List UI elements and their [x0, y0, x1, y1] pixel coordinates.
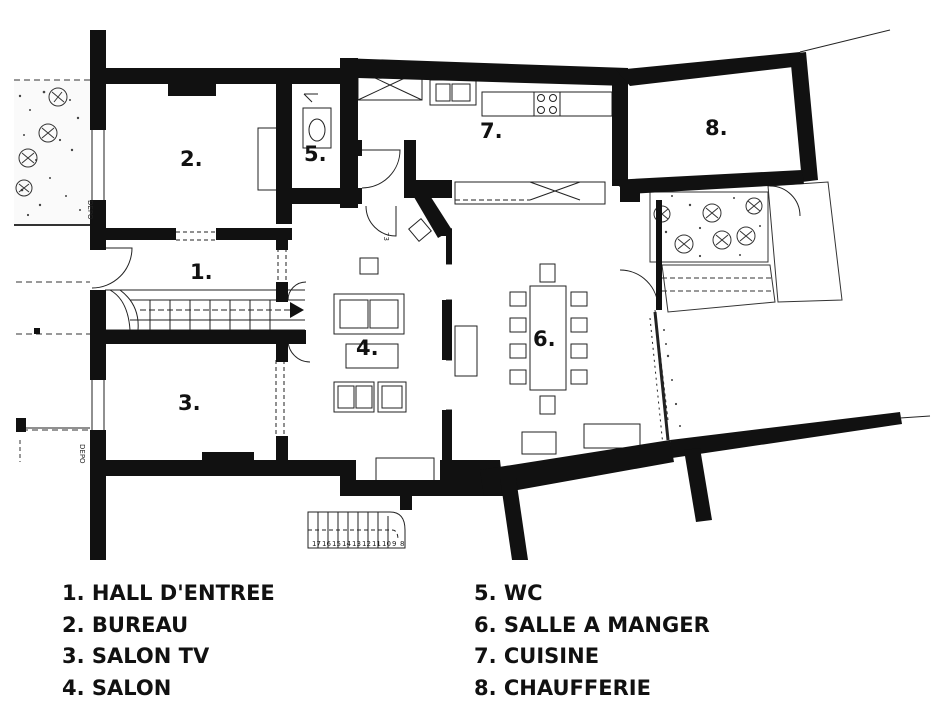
room-number-4: 4.	[356, 336, 379, 360]
garden-left	[14, 79, 90, 462]
room-number-1: 1.	[190, 260, 213, 284]
legend-item-chaufferie: 8. CHAUFFERIE	[474, 675, 651, 700]
stair-step-number: 15	[332, 540, 341, 548]
door-mark-label: 73	[382, 232, 390, 241]
stair-step-number: 11	[372, 540, 381, 548]
room-number-2: 2.	[180, 147, 203, 171]
stair-step-number: 12	[362, 540, 371, 548]
legend-item-salon-tv: 3. SALON TV	[62, 644, 210, 668]
legend-item-hall: 1. HALL D'ENTREE	[62, 581, 275, 605]
exterior-lines	[26, 29, 931, 429]
room-number-8: 8.	[705, 116, 728, 140]
legend-item-wc: 5. WC	[474, 581, 543, 605]
stair-step-number: 9	[392, 540, 396, 548]
room-number-7: 7.	[480, 119, 503, 143]
room-numbers: 1. 2. 3. 4. 5. 6. 7. 8.	[178, 116, 728, 415]
tiny-annotations: DEPO DEPO 73 17 16 15 14 13 12 11 10 9 8	[78, 200, 404, 548]
stair-step-number: 14	[342, 540, 351, 548]
legend-item-bureau: 2. BUREAU	[62, 612, 189, 637]
depot-label-top: DEPO	[86, 200, 94, 220]
legend-item-salon: 4. SALON	[62, 675, 172, 700]
garden-dots	[18, 90, 81, 217]
legend-item-salle-a-manger: 6. SALLE A MANGER	[474, 612, 710, 637]
stair-step-number: 13	[352, 540, 361, 548]
legend-left-column: 1. HALL D'ENTREE 2. BUREAU 3. SALON TV 4…	[62, 578, 275, 704]
room-number-3: 3.	[178, 391, 201, 415]
room-number-5: 5.	[304, 142, 327, 166]
outdoor-staircase	[307, 511, 406, 549]
stair-step-number: 16	[322, 540, 331, 548]
stair-step-number: 17	[312, 540, 321, 548]
walls	[90, 30, 902, 560]
depot-label-bottom: DEPO	[78, 444, 86, 464]
stair-step-number: 8	[400, 540, 404, 548]
legend-right-column: 5. WC 6. SALLE A MANGER 7. CUISINE 8. CH…	[474, 578, 710, 704]
garden-right	[649, 181, 843, 427]
room-number-6: 6.	[533, 327, 556, 351]
stair-step-number: 10	[382, 540, 391, 548]
stair-step-numbers: 17 16 15 14 13 12 11 10 9 8	[312, 540, 404, 548]
legend-item-cuisine: 7. CUISINE	[474, 644, 600, 668]
hall-staircase	[105, 289, 305, 331]
